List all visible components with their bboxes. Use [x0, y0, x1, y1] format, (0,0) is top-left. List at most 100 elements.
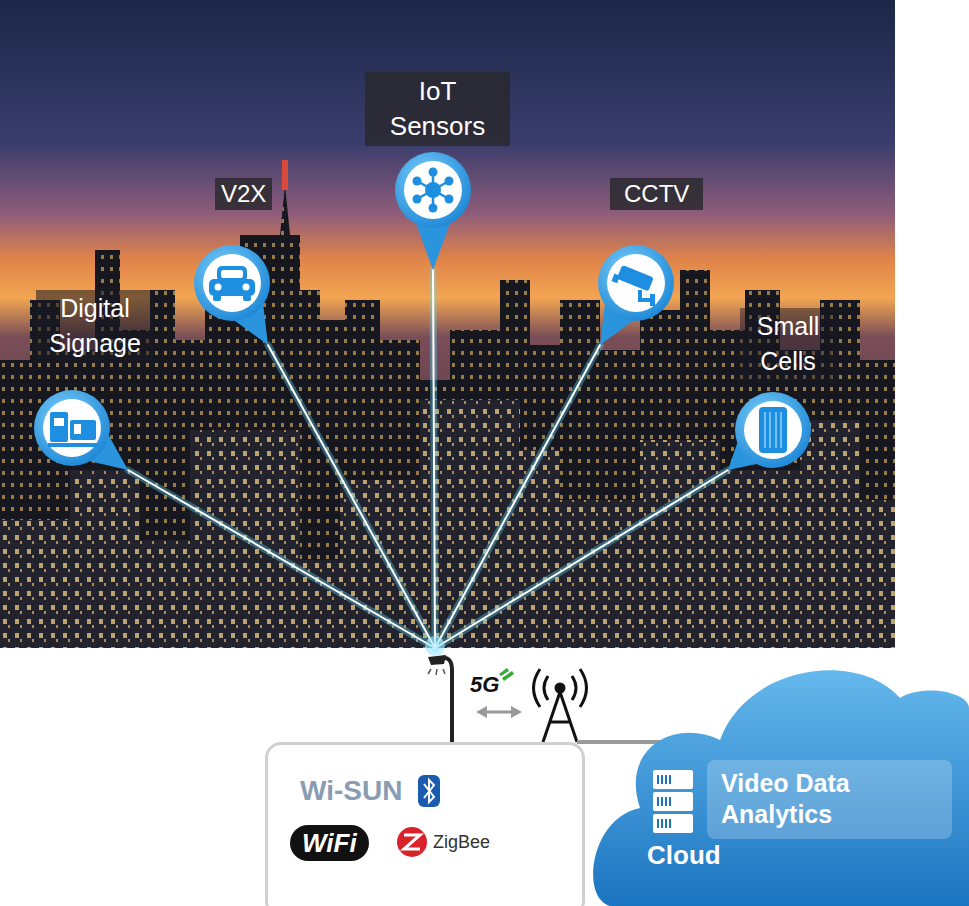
small-cell-pin [769, 412, 771, 448]
server-icon [661, 775, 663, 784]
server-icon [653, 770, 693, 789]
city-photo [0, 400, 895, 648]
small-cell-pin [775, 412, 777, 448]
server-icon [669, 775, 671, 784]
server-icon [665, 819, 667, 828]
signage-pin [43, 399, 101, 457]
sensor-pin [413, 195, 422, 204]
camera-pin [611, 274, 620, 284]
zigbee-icon [404, 835, 420, 849]
sensor-pin [417, 172, 449, 208]
bluetooth-icon [418, 775, 440, 807]
double-arrow [484, 711, 514, 714]
city-photo [0, 400, 895, 648]
server-icon [665, 797, 667, 806]
link-lines [425, 636, 445, 656]
small-cell-pin [744, 401, 802, 459]
small-cell-pin [735, 392, 811, 468]
camera-tag: CCTV [610, 178, 703, 210]
car-pin [215, 284, 222, 291]
network-logo: 5G [470, 672, 499, 698]
server-icon [657, 775, 659, 784]
sensor-pin [395, 152, 471, 270]
sensor-pin [429, 168, 438, 177]
car-pin [194, 245, 270, 321]
sensor-pin [445, 195, 454, 204]
signage-pin [34, 390, 110, 466]
antenna-tower [534, 669, 541, 707]
car-pin [203, 254, 261, 312]
server-icon [661, 797, 663, 806]
street-light [443, 669, 445, 674]
car-pin [243, 295, 251, 301]
car-tag: V2X [215, 178, 272, 210]
signage-pin [34, 390, 128, 470]
signage-pin [70, 420, 96, 440]
street-light [428, 655, 446, 665]
city-photo [0, 0, 895, 648]
tag-text: V2X [221, 179, 266, 209]
double-arrow [511, 706, 522, 718]
antenna-tower [550, 721, 570, 724]
antenna-tower [580, 669, 587, 707]
link-lines [268, 345, 435, 648]
link-lines [268, 345, 435, 648]
antenna-tower [544, 676, 548, 700]
sensor-pin [395, 152, 471, 228]
street-light [441, 658, 452, 742]
small-cell-pin [764, 412, 766, 448]
zigbee-icon [397, 827, 427, 857]
double-arrow [476, 706, 522, 718]
link-lines [128, 270, 728, 648]
signal-bars [499, 668, 514, 681]
protocol-box: Wi-SUNWiFiZigBee [265, 742, 585, 906]
link-lines [128, 470, 435, 648]
wifi-logo: WiFi [290, 825, 369, 861]
sensor-pin [425, 182, 441, 198]
tag-text: CCTV [624, 179, 689, 209]
camera-pin [607, 254, 665, 312]
car-pin [243, 284, 250, 291]
link-lines [128, 270, 728, 648]
signage-pin [54, 418, 64, 426]
sensor-pin [404, 161, 462, 219]
city-photo [0, 185, 895, 648]
small-cell-pin [765, 412, 781, 448]
server-icon [653, 792, 693, 811]
analytics-band: Video Data Analytics [707, 760, 952, 839]
signage-pin [74, 424, 81, 434]
zigbee-logo: ZigBee [433, 831, 490, 853]
device-label: Digital Signage [36, 290, 154, 361]
analytics-text: Video Data Analytics [721, 768, 938, 831]
car-pin [221, 270, 243, 278]
sensor-pin [445, 177, 454, 186]
bluetooth-icon [424, 780, 434, 802]
city-photo [282, 160, 288, 190]
signage-pin [50, 412, 68, 442]
link-lines [435, 470, 728, 648]
street-light [428, 655, 452, 742]
antenna-tower [534, 669, 587, 742]
small-cell-pin [728, 392, 811, 470]
signal-bars [502, 671, 514, 681]
antenna-tower [572, 676, 576, 700]
street-light [428, 669, 431, 674]
camera-pin [650, 294, 655, 306]
car-pin [194, 245, 270, 345]
street-light [428, 669, 445, 675]
street-light [436, 669, 437, 675]
bluetooth-icon [418, 775, 440, 807]
car-pin [213, 295, 221, 301]
server-icon [661, 819, 663, 828]
camera-pin [598, 245, 674, 321]
link-lines [435, 345, 600, 648]
sensor-pin [413, 177, 422, 186]
sensor-pin [429, 204, 438, 213]
camera-pin [598, 245, 674, 345]
server-icon [669, 819, 671, 828]
signage-pin [48, 443, 98, 447]
server-icon [653, 814, 693, 833]
camera-pin [617, 265, 654, 292]
tag-text: IoT Sensors [369, 74, 506, 144]
cloud-text: Cloud [647, 840, 721, 870]
